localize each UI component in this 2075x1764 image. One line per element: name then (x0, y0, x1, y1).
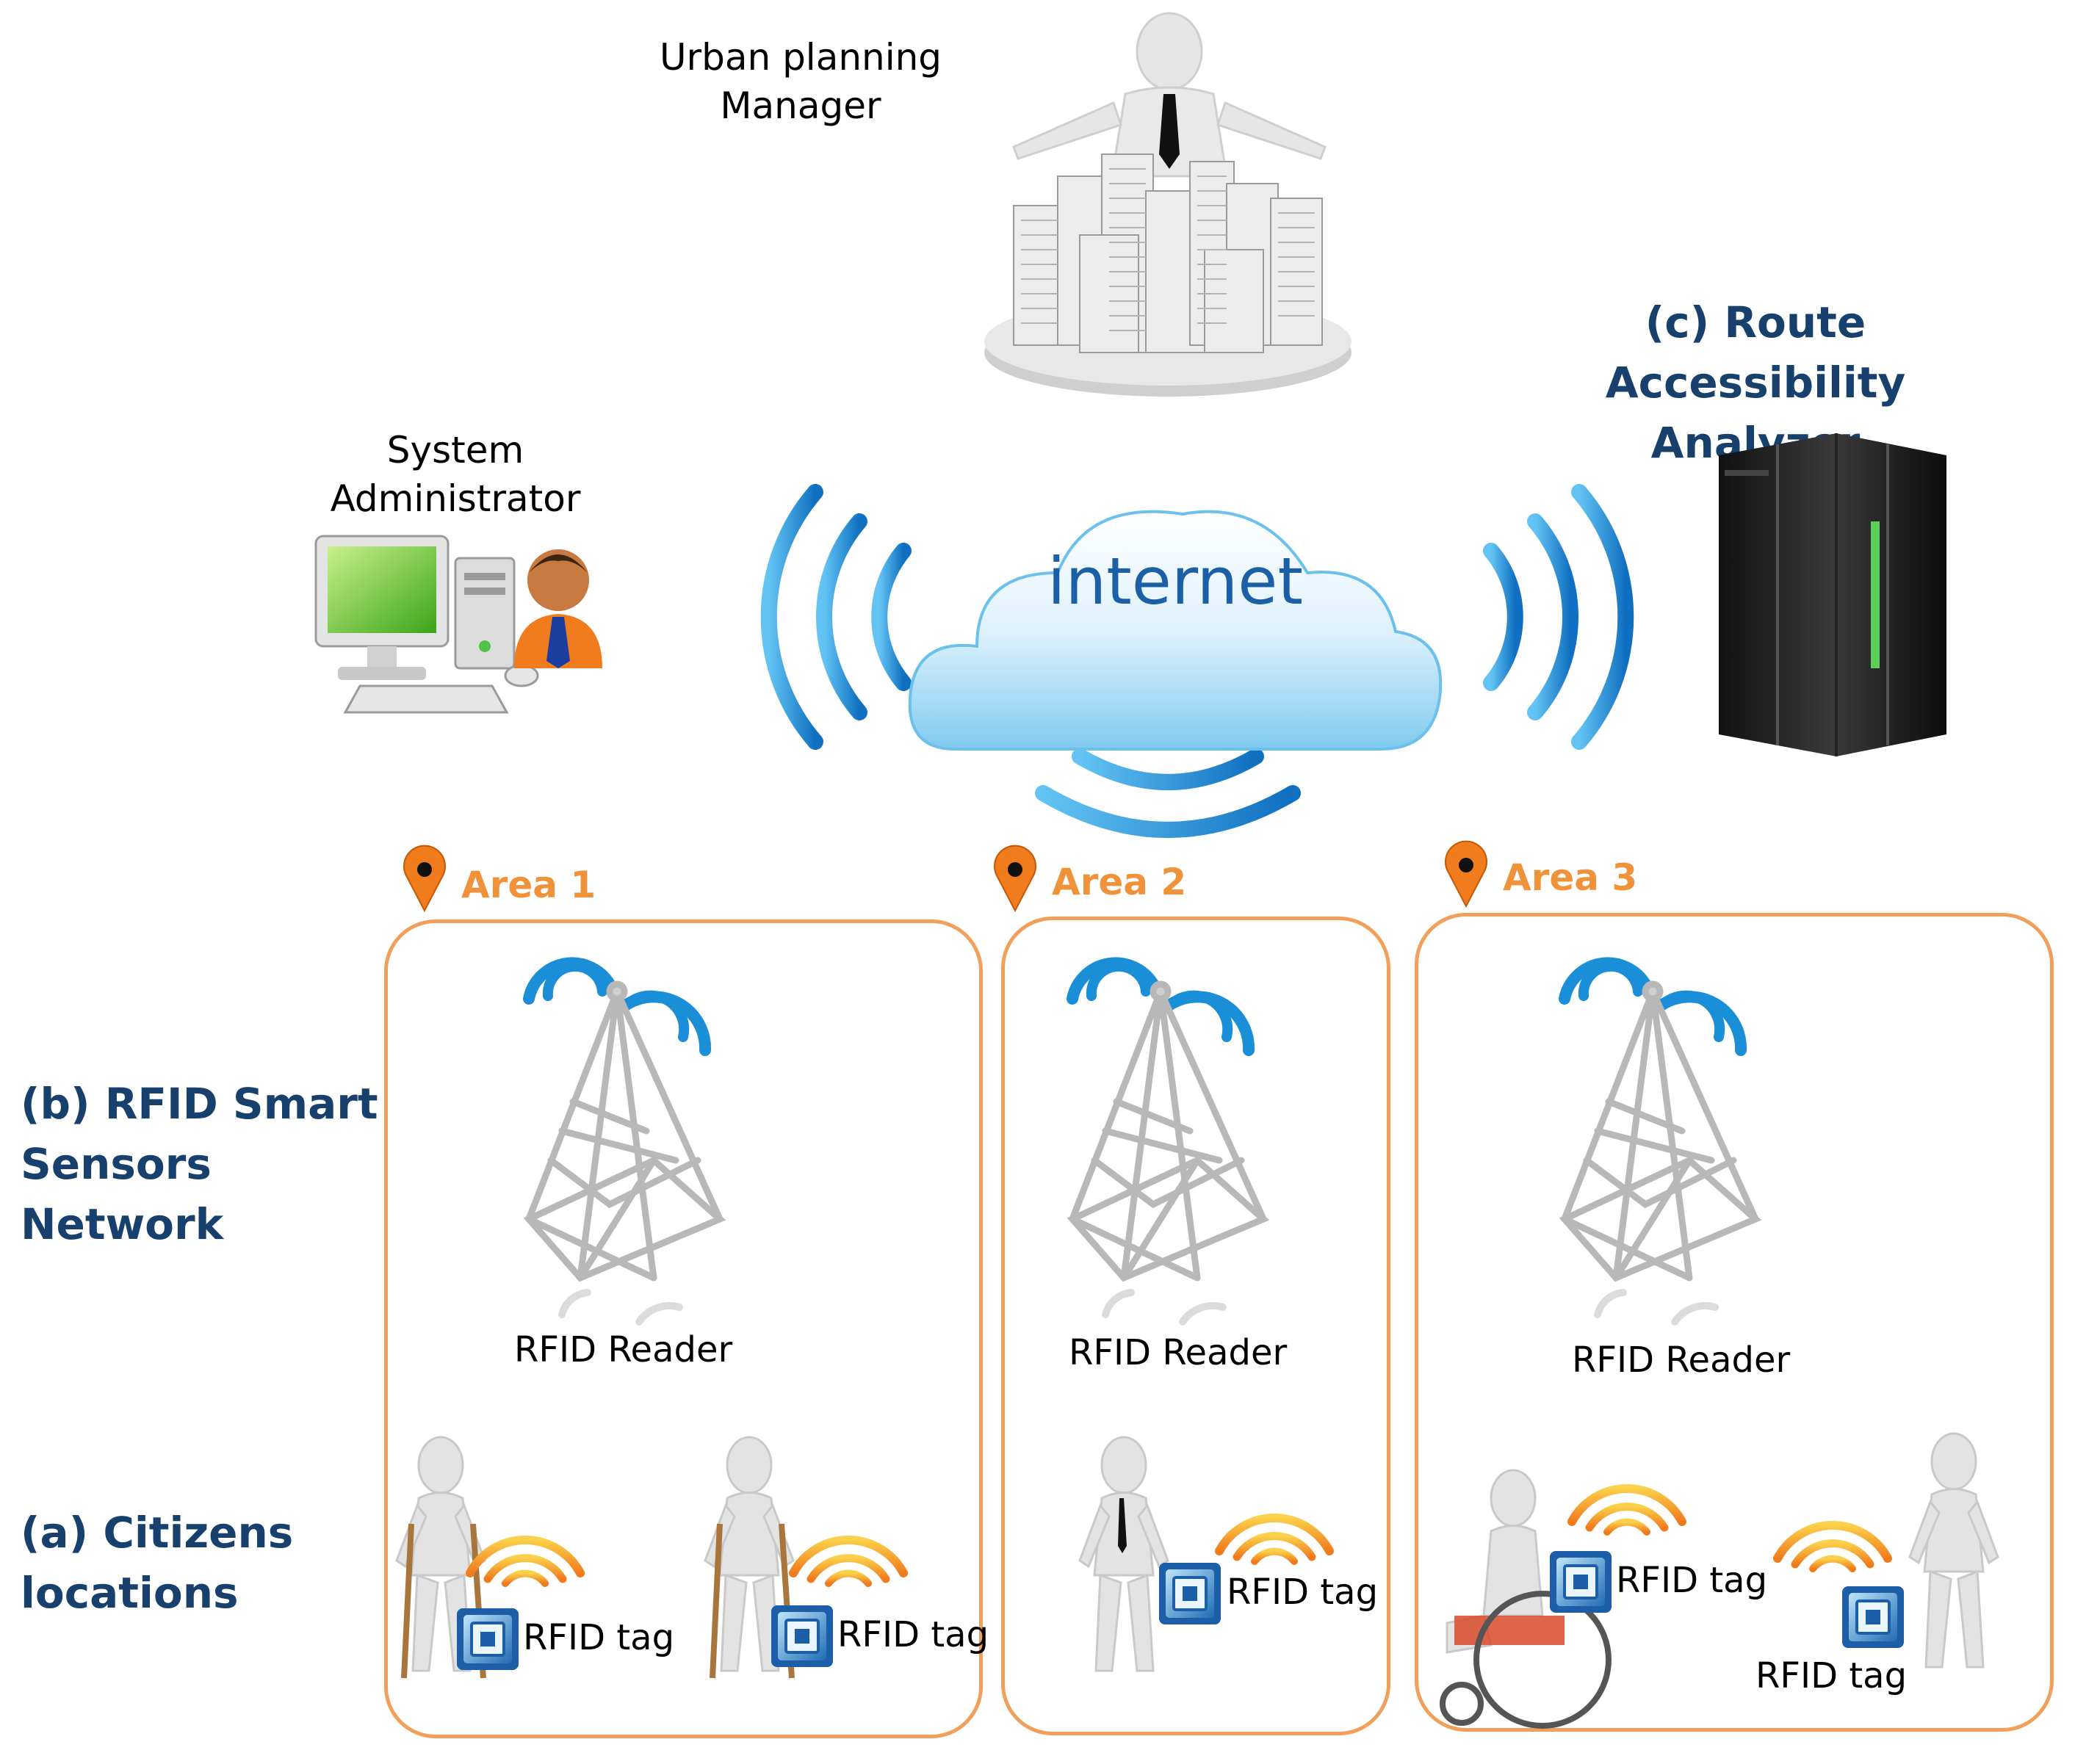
admin-person-icon (514, 549, 602, 668)
sensors-network-line2: Sensors Network (21, 1139, 224, 1249)
manager-label-line1: Urban planning (659, 36, 942, 79)
internet-cloud (760, 484, 1634, 838)
area2-tag-label: RFID tag (1227, 1572, 1379, 1613)
admin-label-line1: System (386, 429, 524, 471)
mainframe-server-icon (1719, 433, 1946, 756)
area1-tag1-icon (455, 1607, 520, 1671)
area3-box (1415, 913, 2054, 1732)
area1-tag2-waves (779, 1505, 925, 1608)
computer-icon (314, 535, 539, 714)
area1-tag1-label: RFID tag (523, 1617, 675, 1658)
area3-tag1-label: RFID tag (1616, 1560, 1768, 1601)
area2-tag-icon (1158, 1561, 1222, 1626)
area3-tag2-waves (1763, 1491, 1910, 1594)
area1-tag1-waves (455, 1505, 602, 1608)
area1-pin-icon (403, 845, 446, 913)
sensors-network-line1: (b) RFID Smart (21, 1079, 378, 1129)
left-wifi-waves (760, 484, 912, 750)
area3-tag1-icon (1548, 1550, 1613, 1614)
citizens-locations-heading: (a) Citizens locations (21, 1503, 329, 1623)
area1-tag2-icon (770, 1604, 834, 1669)
area2-citizen-figure (1078, 1436, 1169, 1672)
area3-title: Area 3 (1503, 856, 1638, 899)
manager-label: Urban planning Manager (610, 33, 992, 130)
sensors-network-heading: (b) RFID Smart Sensors Network (21, 1074, 403, 1254)
area3-pin-icon (1445, 840, 1487, 908)
internet-label: internet (1047, 543, 1303, 619)
area2-reader-label: RFID Reader (1069, 1332, 1288, 1373)
area2-pin-icon (994, 845, 1036, 913)
area3-tag1-waves (1557, 1454, 1704, 1557)
area1-reader-tower (499, 940, 742, 1337)
area3-tag2-label: RFID tag (1755, 1655, 1908, 1696)
area3-citizen2-figure (1908, 1432, 1999, 1669)
area2-box (1001, 917, 1390, 1735)
citizens-locations-line2: locations (21, 1568, 239, 1618)
area3-wheelchair-figure (1440, 1469, 1612, 1729)
area2-title: Area 2 (1052, 861, 1187, 903)
area3-reader-label: RFID Reader (1572, 1340, 1791, 1381)
area2-reader-tower (1043, 940, 1285, 1337)
area3-reader-tower (1535, 940, 1778, 1337)
area1-reader-label: RFID Reader (514, 1329, 733, 1370)
city-manager-illustration (984, 12, 1352, 397)
admin-label: System Administrator (294, 426, 617, 523)
admin-label-line2: Administrator (330, 477, 581, 520)
citizens-locations-line1: (a) Citizens (21, 1508, 294, 1558)
bottom-wifi-waves (1035, 748, 1301, 838)
right-wifi-waves (1483, 484, 1634, 750)
area1-tag2-label: RFID tag (837, 1614, 989, 1655)
area1-title: Area 1 (461, 864, 596, 906)
area1-box (384, 919, 983, 1738)
area2-tag-waves (1205, 1483, 1352, 1586)
analyzer-heading-line1: (c) Route Accessibility (1605, 297, 1906, 408)
area3-tag2-icon (1841, 1585, 1905, 1649)
manager-label-line2: Manager (720, 84, 881, 127)
